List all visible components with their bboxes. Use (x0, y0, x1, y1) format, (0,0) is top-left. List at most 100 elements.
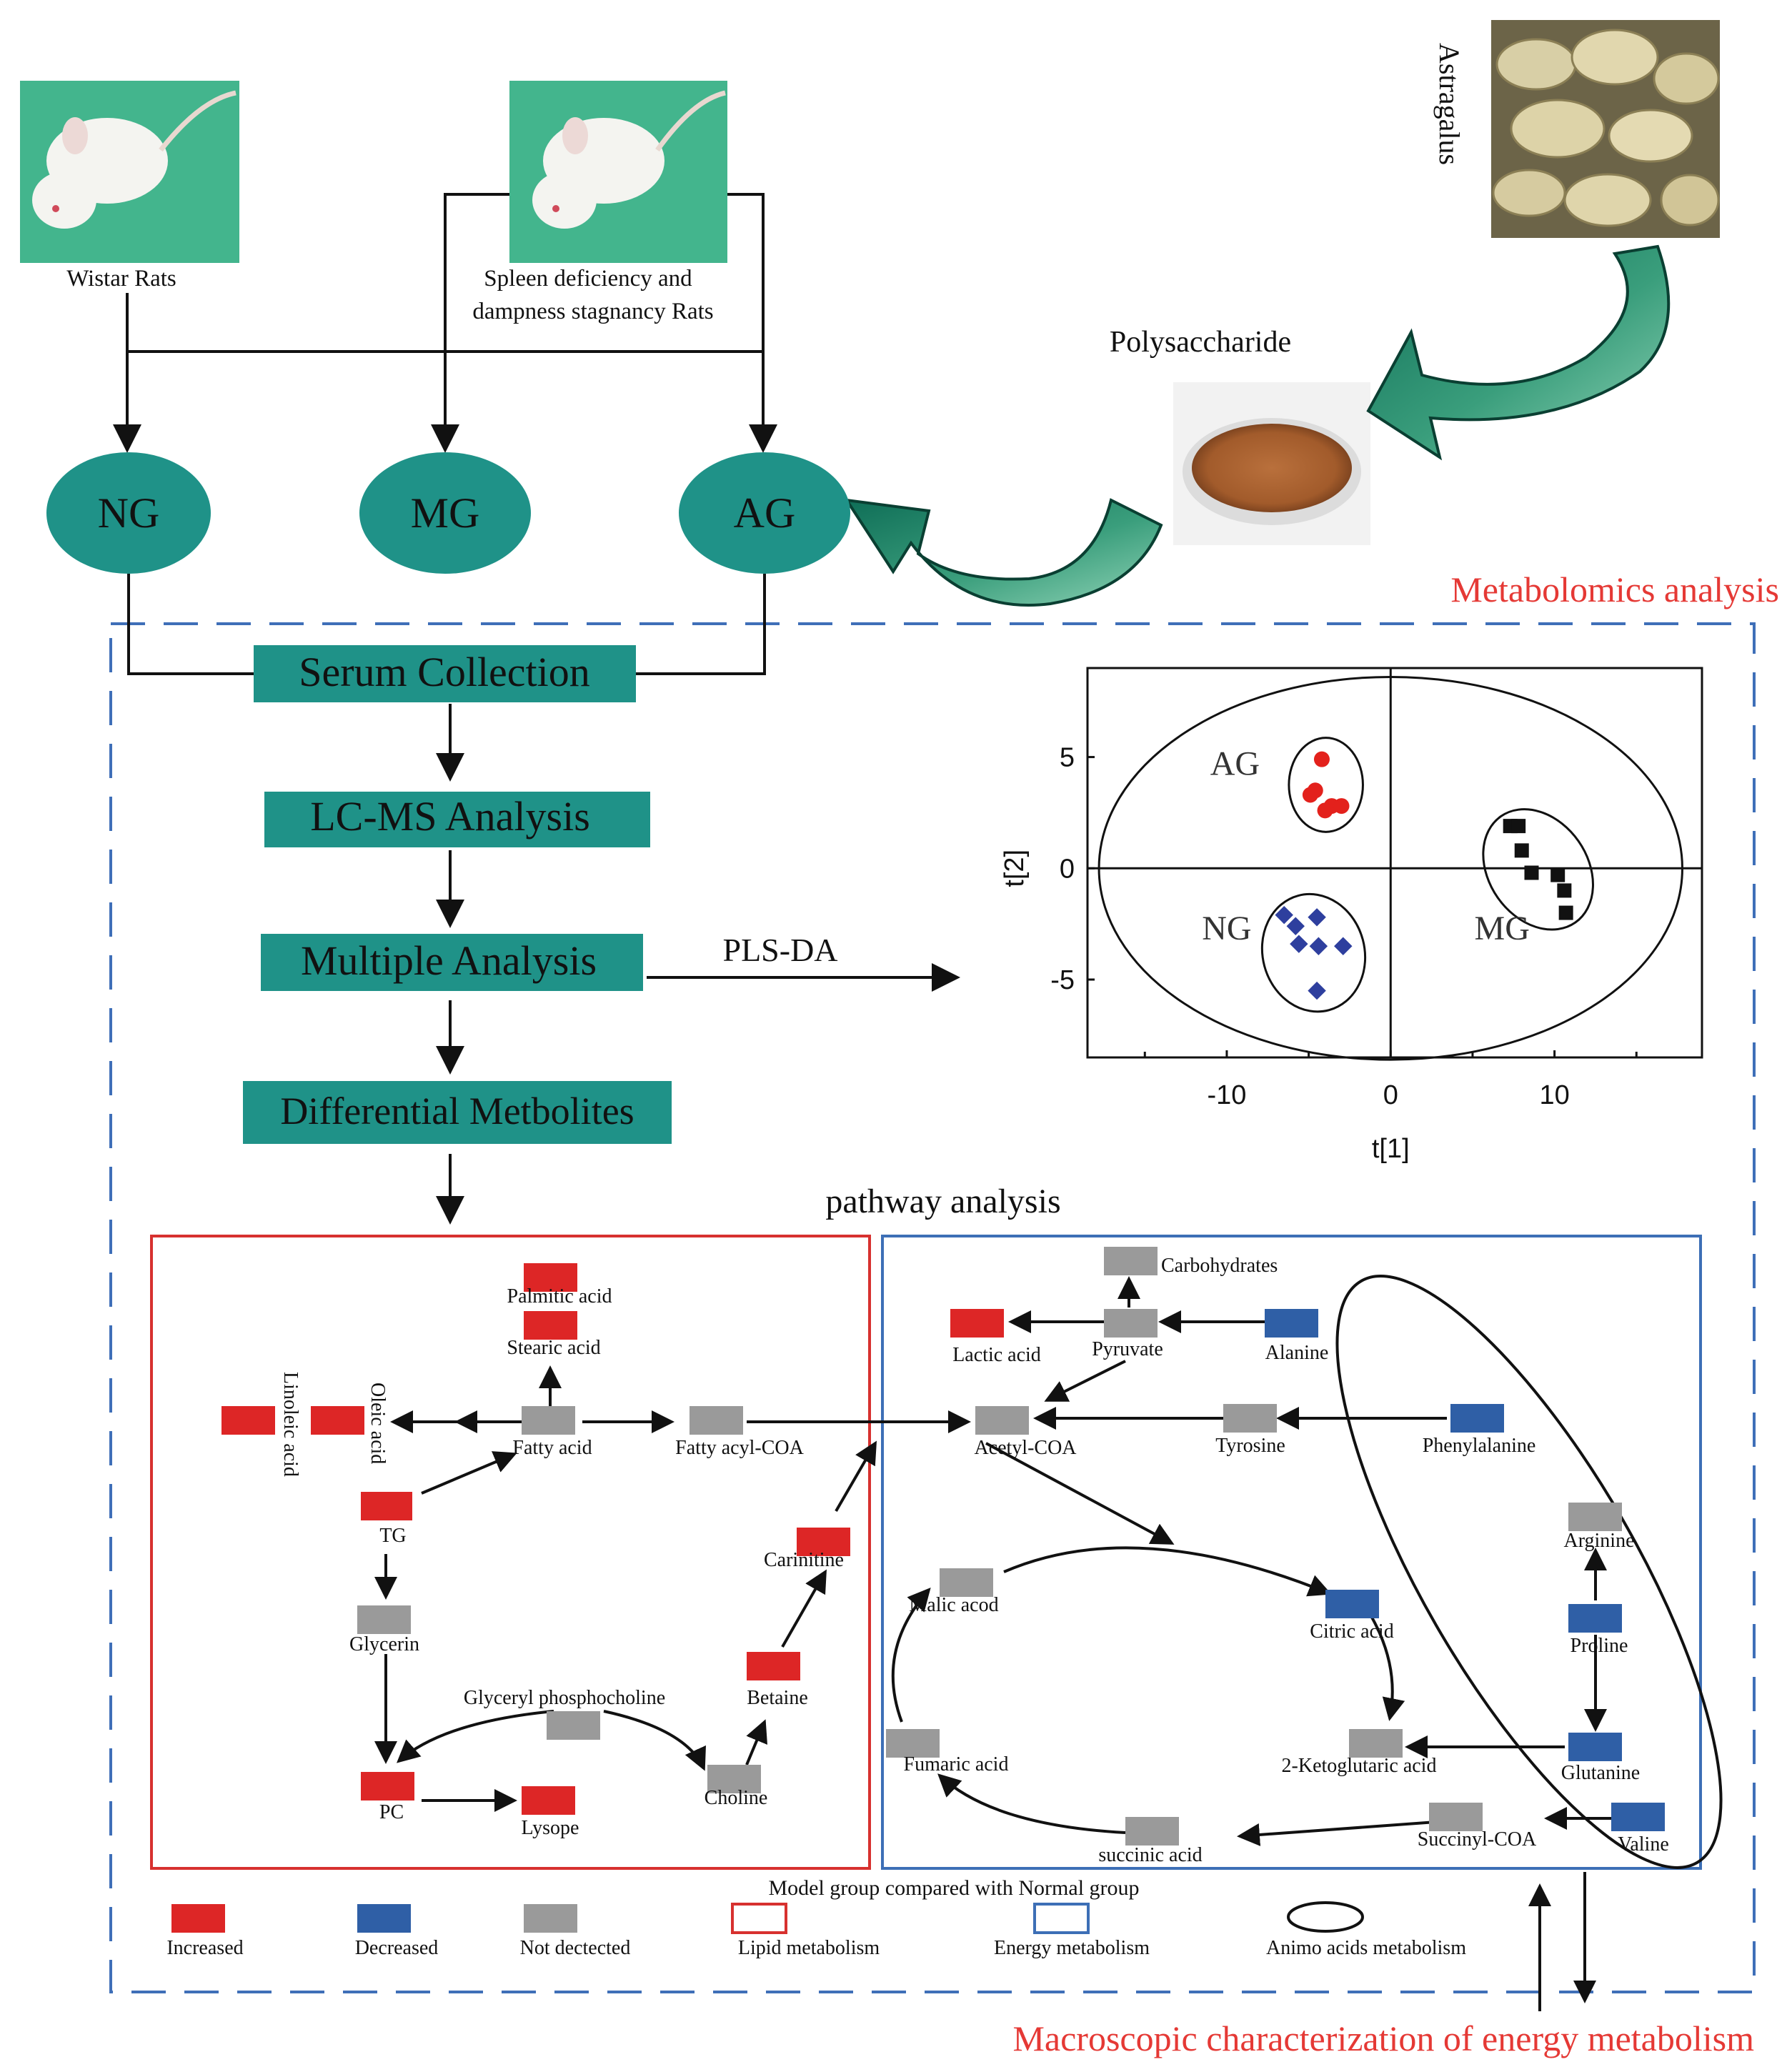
carnitine-node (797, 1528, 850, 1556)
point-mg (1511, 819, 1526, 834)
tyrosine-label: Tyrosine (1215, 1435, 1285, 1457)
betaine-node (747, 1652, 800, 1680)
pyruvate-node (1104, 1309, 1158, 1338)
y-tick-label: 5 (1060, 743, 1075, 773)
x-tick-label: 10 (1539, 1080, 1569, 1110)
fatty-acid-node (522, 1406, 575, 1435)
ag-group-label: AG (734, 489, 796, 537)
pyruvate-label: Pyruvate (1092, 1338, 1163, 1360)
lactic-acid-label: Lactic acid (952, 1344, 1041, 1366)
serum-collection-label: Serum Collection (299, 649, 590, 695)
amino-acids-metabolism-ellipse (1335, 1275, 1723, 1869)
succinic-acid-label: succinic acid (1098, 1844, 1202, 1866)
2-ketoglutaric-acid-node (1349, 1729, 1403, 1758)
glycerin-node (357, 1605, 411, 1634)
stearic-acid-label: Stearic acid (507, 1337, 600, 1359)
hotelling-ellipse (1097, 675, 1683, 1061)
acetyl-coa-node (975, 1406, 1029, 1435)
malic-acid-label: Malic acod (909, 1594, 998, 1616)
lipid-metabolism-box (150, 1235, 871, 1870)
legend-energy-label: Energy metabolism (994, 1937, 1150, 1959)
legend-title: Model group compared with Normal group (768, 1876, 1139, 1900)
legend-decreased-label: Decreased (355, 1937, 439, 1959)
astragalus-to-polysaccharide-arrow (1366, 244, 1671, 461)
fatty-acid-label: Fatty acid (512, 1437, 592, 1459)
legend-increased-label: Increased (166, 1937, 243, 1959)
fumaric-acid-node (886, 1729, 940, 1758)
y-tick-label: 0 (1060, 854, 1075, 884)
legend-amino-swatch (1287, 1901, 1364, 1933)
citric-acid-node (1325, 1590, 1379, 1618)
tyrosine-node (1223, 1404, 1277, 1433)
point-mg (1557, 883, 1572, 898)
point-ng (1290, 935, 1308, 953)
point-mg (1514, 843, 1529, 858)
wistar-label: Wistar Rats (66, 266, 176, 292)
lcms-analysis-label: LC-MS Analysis (310, 793, 590, 840)
legend-increased-swatch (171, 1904, 225, 1933)
point-ng (1308, 908, 1326, 927)
point-ng (1309, 937, 1328, 956)
spleen-deficiency-rat-photo (509, 81, 727, 263)
glyceryl-phosphocholine-node (547, 1711, 600, 1740)
ng-group-label: NG (98, 489, 160, 537)
glyceryl-phosphocholine-label: Glyceryl phosphocholine (464, 1687, 665, 1709)
metabolomics-dashed-box (109, 622, 1756, 1993)
mg-group-label: MG (411, 489, 480, 537)
lysope-label: Lysope (522, 1817, 579, 1839)
legend-not-detected-swatch (524, 1904, 577, 1933)
ng-group-node (46, 452, 211, 574)
differential-metabolites-box (243, 1081, 672, 1144)
alanine-node (1265, 1309, 1318, 1338)
group-ellipse-ag (1288, 737, 1364, 833)
betaine-label: Betaine (747, 1687, 808, 1709)
point-ag (1333, 798, 1350, 815)
proline-label: Proline (1571, 1635, 1628, 1657)
proline-node (1568, 1604, 1622, 1633)
glutamine-label: Glutanine (1561, 1762, 1640, 1784)
arginine-label: Arginine (1563, 1530, 1634, 1552)
pc-node (361, 1772, 414, 1800)
citric-acid-label: Citric acid (1310, 1620, 1393, 1643)
point-ng (1308, 981, 1326, 1000)
mg-group-node (359, 452, 531, 574)
oleic-acid-label: Oleic acid (367, 1383, 389, 1464)
carbohydrates-node (1104, 1247, 1158, 1275)
succinyl-coa-node (1429, 1803, 1483, 1831)
valine-label: Valine (1618, 1833, 1669, 1856)
carnitine-label: Carinitine (764, 1549, 844, 1571)
fatty-acyl-coa-label: Fatty acyl-COA (675, 1437, 804, 1459)
energy-metabolism-box (881, 1235, 1702, 1870)
legend-lipid-swatch (731, 1903, 787, 1934)
serum-collection-box (254, 645, 636, 702)
polysaccharide-to-ag-arrow (843, 498, 1163, 607)
x-tick-label: -10 (1207, 1080, 1246, 1110)
legend-lipid-label: Lipid metabolism (738, 1937, 880, 1959)
series-label-ng: NG (1202, 910, 1251, 947)
linoleic-acid-label: Linoleic acid (279, 1372, 302, 1477)
tg-node (361, 1492, 412, 1520)
group-ellipse-ng (1260, 892, 1367, 1013)
carbohydrates-label: Carbohydrates (1161, 1255, 1278, 1277)
metabolomics-analysis-title: Metabolomics analysis (1450, 569, 1779, 609)
spleen-label-line1: Spleen deficiency and (484, 266, 692, 292)
astragalus-photo (1491, 20, 1720, 238)
series-label-mg: MG (1475, 910, 1530, 947)
choline-label: Choline (705, 1787, 768, 1809)
polysaccharide-photo (1173, 382, 1370, 545)
glutamine-node (1568, 1733, 1622, 1761)
point-ng (1334, 937, 1353, 956)
point-ag (1317, 802, 1333, 819)
ag-group-node (679, 452, 850, 574)
multiple-analysis-box (261, 934, 643, 991)
point-ng (1286, 917, 1305, 935)
point-mg (1550, 867, 1566, 882)
fumaric-acid-label: Fumaric acid (904, 1753, 1009, 1775)
y-tick-label: -5 (1050, 965, 1075, 995)
plot-frame (1086, 667, 1703, 1059)
legend-energy-swatch (1033, 1903, 1090, 1934)
wistar-rat-photo (20, 81, 239, 263)
phenylalanine-label: Phenylalanine (1423, 1435, 1536, 1457)
valine-node (1611, 1803, 1665, 1831)
